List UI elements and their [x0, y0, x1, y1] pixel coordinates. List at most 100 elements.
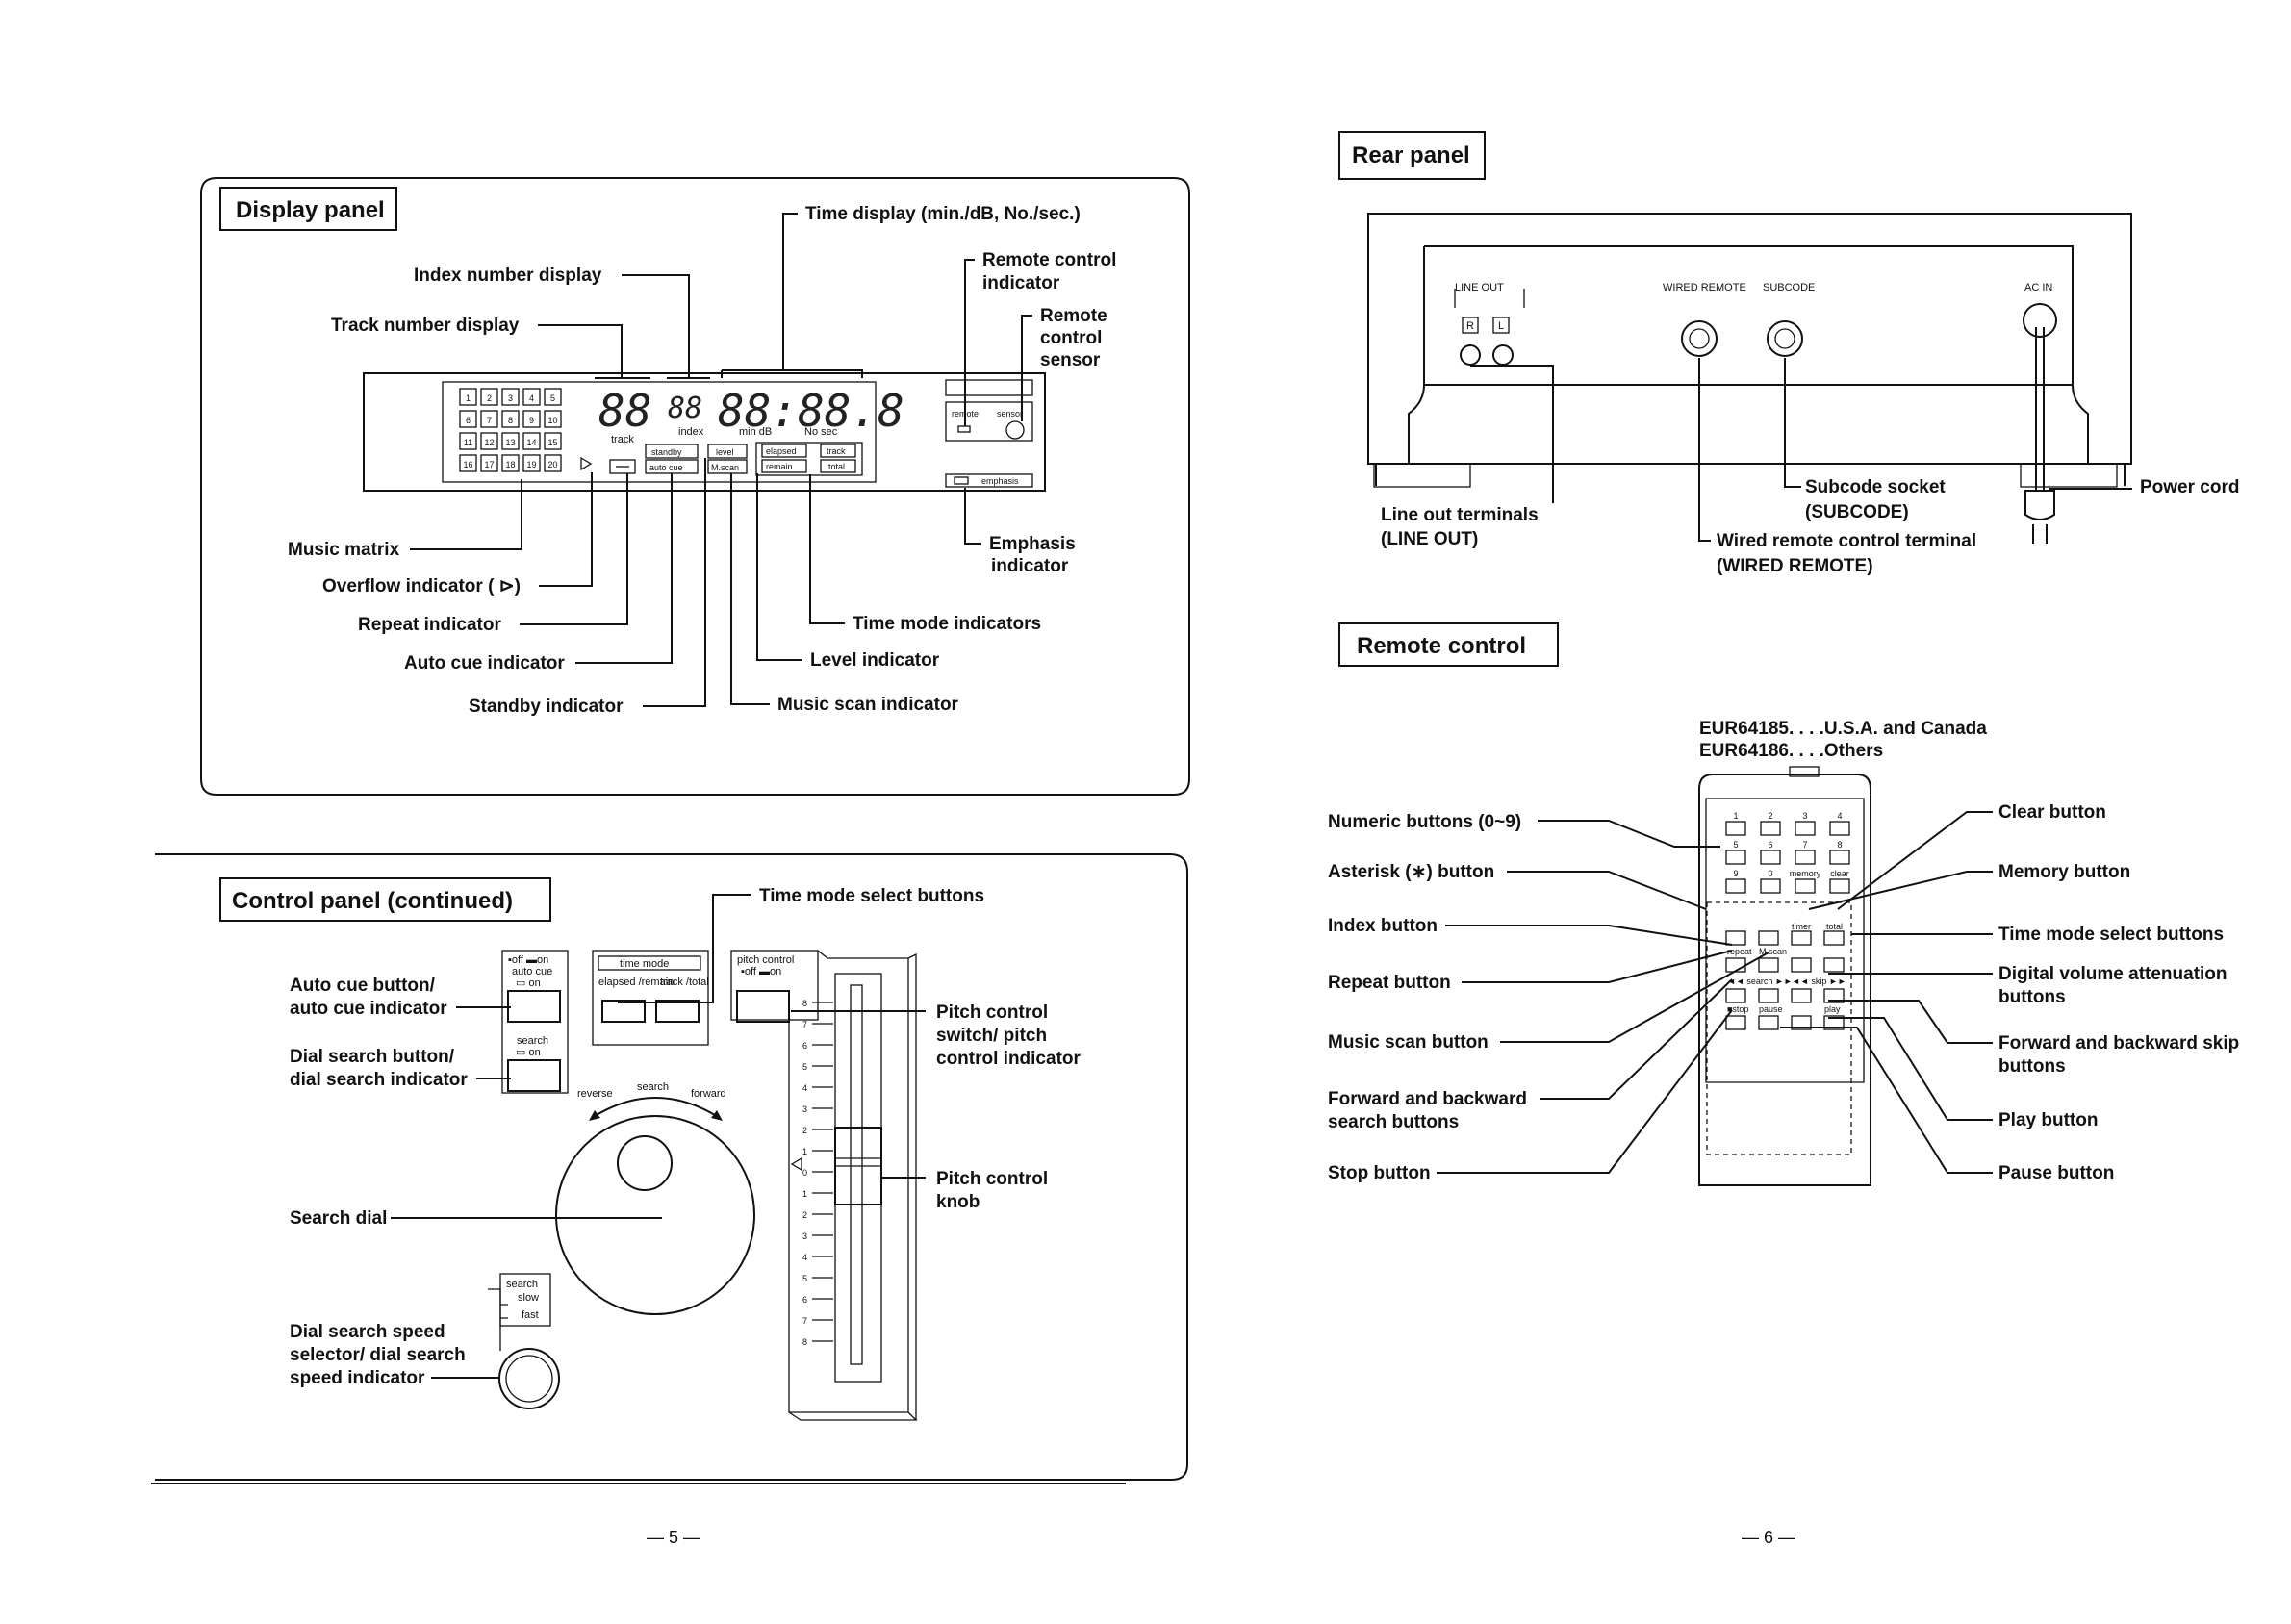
remote-key[interactable]: [1725, 821, 1746, 836]
remote-key[interactable]: [1795, 878, 1816, 894]
remote-button[interactable]: [1791, 957, 1812, 973]
remote-button[interactable]: [1823, 930, 1845, 946]
rear-line-out: LINE OUT: [1455, 282, 1504, 293]
callout-time-mode: Time mode indicators: [853, 614, 1041, 634]
remote-key[interactable]: [1760, 850, 1781, 865]
matrix-cell: [501, 432, 520, 450]
line-out-r-terminal[interactable]: [1460, 344, 1481, 366]
pitch-control-switch[interactable]: [736, 990, 790, 1023]
remote-button[interactable]: [1758, 1015, 1779, 1030]
remote-button[interactable]: [1791, 1015, 1812, 1030]
lcd-time-digits: 88:88.8: [718, 385, 904, 437]
callout-remote-sensor-2: control: [1040, 328, 1102, 348]
matrix-cell-number: 2: [487, 393, 492, 403]
remote-button[interactable]: [1758, 988, 1779, 1003]
panel-time-mode: time mode: [620, 958, 669, 970]
callout-wired-1: Wired remote control terminal: [1717, 531, 1976, 551]
pitch-scale-label: 5: [802, 1274, 807, 1283]
callout-overflow: Overflow indicator ( ⊳): [322, 576, 521, 596]
remote-button[interactable]: [1758, 957, 1779, 973]
line-out-l-terminal[interactable]: [1492, 344, 1514, 366]
remote-button[interactable]: [1725, 988, 1746, 1003]
remote-key[interactable]: [1760, 878, 1781, 894]
remote-key-label: 7: [1802, 840, 1807, 850]
callout-pitch-knob-1: Pitch control: [936, 1169, 1048, 1189]
rear-subcode: SUBCODE: [1763, 282, 1815, 293]
callout-wired-2: (WIRED REMOTE): [1717, 556, 1873, 576]
callout-fwd-back-2: search buttons: [1328, 1112, 1459, 1132]
lcd-track-label: track: [611, 434, 634, 445]
remote-key-label: memory: [1790, 869, 1821, 878]
remote-key[interactable]: [1795, 821, 1816, 836]
remote-key-label: 5: [1733, 840, 1738, 850]
callout-speed-1: Dial search speed: [290, 1322, 445, 1342]
callout-time-display: Time display (min./dB, No./sec.): [805, 204, 1081, 224]
lcd-index-label: index: [678, 426, 704, 438]
matrix-cell: [522, 388, 541, 406]
power-cord-plug: [2024, 490, 2055, 544]
rear-r: R: [1466, 320, 1474, 332]
remote-key[interactable]: [1725, 850, 1746, 865]
callout-memory: Memory button: [1998, 862, 2130, 882]
remote-key[interactable]: [1829, 850, 1850, 865]
remote-button[interactable]: [1725, 957, 1746, 973]
page-number-left: — 5 —: [647, 1528, 700, 1547]
panel-pitch-off-on: ▪off ▬on: [741, 966, 781, 977]
subcode-socket[interactable]: [1767, 320, 1803, 357]
lcd-level: level: [716, 447, 734, 457]
callout-emphasis-1: Emphasis: [989, 534, 1076, 554]
callout-skip-2: buttons: [1998, 1056, 2066, 1077]
callout-pitch-switch-2: switch/ pitch: [936, 1026, 1047, 1046]
remote-button[interactable]: [1791, 930, 1812, 946]
remote-button[interactable]: [1823, 1015, 1845, 1030]
remote-key-label: 3: [1802, 811, 1807, 821]
remote-button[interactable]: [1725, 930, 1746, 946]
elapsed-remain-button[interactable]: [601, 1000, 646, 1023]
remote-button[interactable]: [1725, 1015, 1746, 1030]
matrix-cell: [501, 410, 520, 428]
rear-ac-in: AC IN: [2024, 282, 2052, 293]
matrix-cell-number: 13: [505, 438, 515, 447]
callout-numeric: Numeric buttons (0~9): [1328, 812, 1521, 832]
track-total-button[interactable]: [655, 1000, 700, 1023]
control-panel-title: Control panel (continued): [232, 888, 513, 914]
wired-remote-terminal[interactable]: [1681, 320, 1718, 357]
key-pause-label: pause: [1759, 1004, 1783, 1014]
remote-key[interactable]: [1829, 821, 1850, 836]
lcd-standby: standby: [651, 447, 682, 457]
remote-key[interactable]: [1725, 878, 1746, 894]
overflow-indicator: [580, 456, 593, 471]
callout-speed-2: selector/ dial search: [290, 1345, 466, 1365]
remote-button[interactable]: [1823, 988, 1845, 1003]
dial-search-button[interactable]: [507, 1059, 561, 1092]
dial-search-speed-selector[interactable]: [498, 1348, 560, 1409]
panel-elapsed-remain: elapsed /remain: [598, 977, 674, 988]
matrix-cell-number: 5: [550, 393, 555, 403]
key-repeat-label: repeat: [1727, 947, 1752, 956]
callout-skip-1: Forward and backward skip: [1998, 1033, 2239, 1053]
search-dial[interactable]: [555, 1115, 755, 1315]
matrix-cell: [480, 410, 498, 428]
pitch-scale-label: 6: [802, 1041, 807, 1051]
panel-search-on: ▭ on: [516, 1047, 541, 1058]
remote-key[interactable]: [1829, 878, 1850, 894]
remote-key[interactable]: [1760, 821, 1781, 836]
remote-button[interactable]: [1791, 988, 1812, 1003]
callout-index-number: Index number display: [414, 266, 602, 286]
control-panel-title-box: [219, 877, 551, 922]
remote-control-title: Remote control: [1357, 633, 1526, 659]
pitch-scale-label: 4: [802, 1253, 807, 1262]
remote-key[interactable]: [1795, 850, 1816, 865]
pitch-scale-label: 3: [802, 1104, 807, 1114]
auto-cue-button[interactable]: [507, 990, 561, 1023]
emphasis-indicator: [954, 476, 969, 485]
remote-button[interactable]: [1823, 957, 1845, 973]
remote-button[interactable]: [1758, 930, 1779, 946]
callout-line-out-2: (LINE OUT): [1381, 529, 1478, 549]
callout-asterisk: Asterisk (∗) button: [1328, 862, 1494, 882]
panel-off-on: ▪off ▬on: [508, 954, 548, 966]
